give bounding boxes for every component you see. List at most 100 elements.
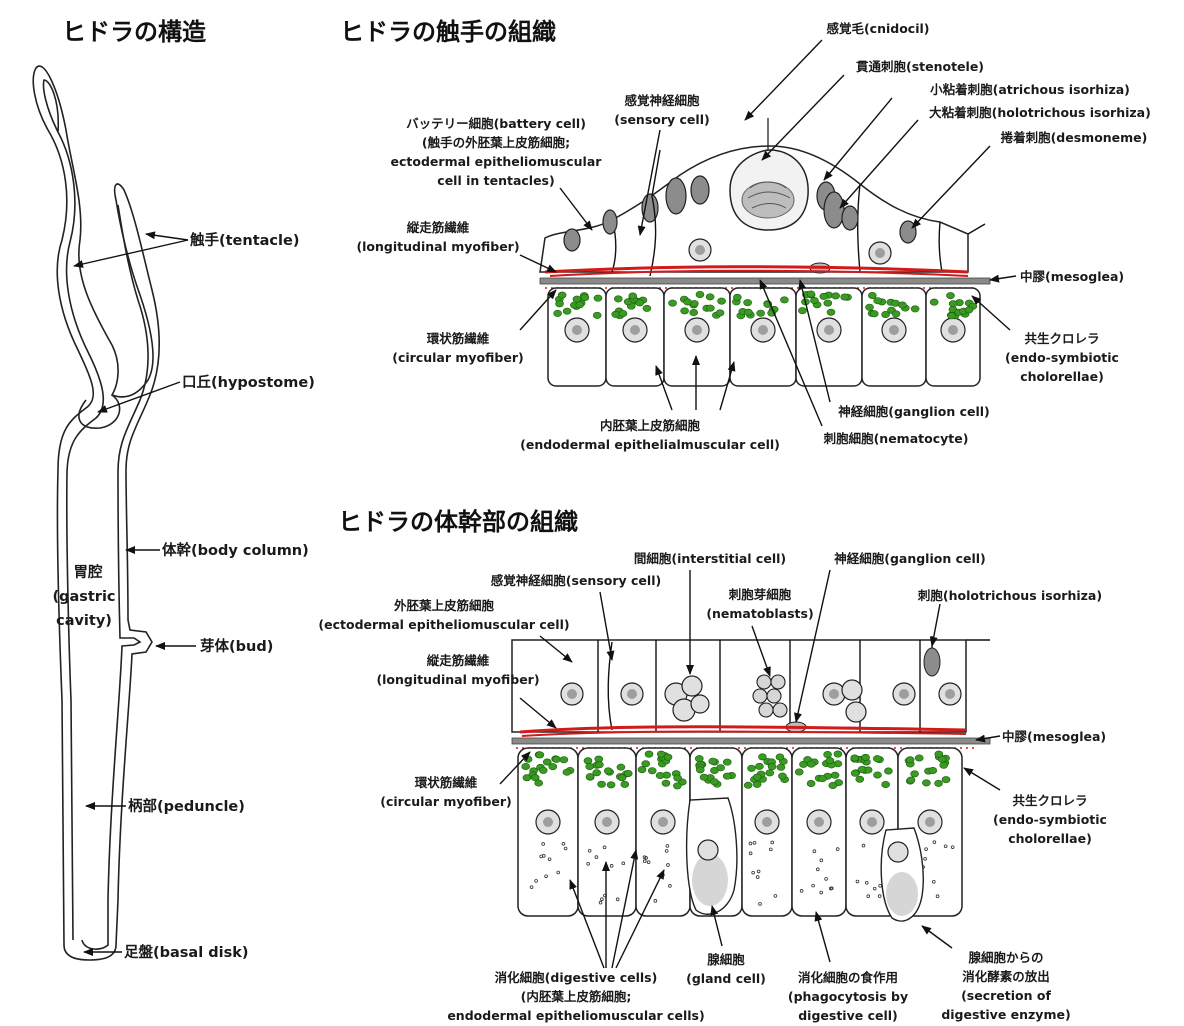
body-label-chlorella: 共生クロレラ (endo-symbiotic cholorellae) <box>963 767 1107 846</box>
tentacle-label-cnidocil: 感覚毛(cnidocil) <box>744 21 930 121</box>
chlorella-dot <box>548 763 558 771</box>
chlorella-dot <box>833 750 843 758</box>
chlorella-dot <box>673 774 682 782</box>
chlorella-dot <box>553 309 562 317</box>
svg-text:感覚神経細胞(sensory cell): 感覚神経細胞(sensory cell) <box>491 573 661 588</box>
chlorella-dot <box>744 308 753 316</box>
chlorella-dot <box>873 771 882 779</box>
chlorella-dot <box>585 773 595 781</box>
chlorella-dot <box>755 762 764 770</box>
chlorella-dot <box>752 780 762 788</box>
body-label-ganglion-cell: 神経細胞(ganglion cell) <box>794 551 986 723</box>
chlorella-dot <box>538 766 548 774</box>
chlorella-dot <box>810 297 819 305</box>
chlorella-dot <box>695 291 705 299</box>
chlorella-dot <box>699 773 709 781</box>
chlorella-dot <box>644 750 654 758</box>
chlorella-dot <box>765 769 775 777</box>
chlorella-dot <box>575 301 585 309</box>
chlorella-dot <box>794 768 804 776</box>
chlorella-dot <box>618 309 628 317</box>
chlorella-dot <box>597 780 606 788</box>
svg-text:消化細胞(digestive cells): 消化細胞(digestive cells) <box>495 970 658 985</box>
svg-text:(circular myofiber): (circular myofiber) <box>392 350 523 365</box>
interstitial-cluster <box>664 675 710 722</box>
chlorella-dot <box>722 758 732 766</box>
svg-text:消化細胞の食作用: 消化細胞の食作用 <box>798 970 898 985</box>
chlorella-dot <box>722 772 732 780</box>
chlorella-dot <box>611 310 620 318</box>
chlorella-dot <box>881 781 890 789</box>
chlorella-dot <box>606 781 616 789</box>
chlorella-dot <box>905 756 915 764</box>
gland-granules <box>692 854 728 906</box>
chlorella-dot <box>947 312 956 320</box>
svg-text:間細胞(interstitial cell): 間細胞(interstitial cell) <box>634 551 786 566</box>
tentacle-label-endodermal-cell: 内胚葉上皮筋細胞 (endodermal epithelialmuscular … <box>520 355 780 452</box>
body-label-secretion: 腺細胞からの 消化酵素の放出 (secretion of digestive e… <box>921 925 1071 1022</box>
body-label-hypostome: 口丘(hypostome) <box>97 374 315 413</box>
chlorella-dot <box>555 300 564 308</box>
chlorella-dot <box>828 782 838 790</box>
chlorella-dot <box>831 292 840 300</box>
chlorella-dot <box>694 755 704 763</box>
svg-text:刺胞(holotrichous isorhiza): 刺胞(holotrichous isorhiza) <box>917 588 1102 603</box>
svg-text:(circular myofiber): (circular myofiber) <box>380 794 511 809</box>
chlorella-dot <box>595 761 604 769</box>
svg-text:(触手の外胚葉上皮筋細胞;: (触手の外胚葉上皮筋細胞; <box>422 135 570 150</box>
svg-text:体幹(body column): 体幹(body column) <box>162 541 309 559</box>
chlorella-dot <box>823 750 832 758</box>
chlorella-dot <box>689 308 698 316</box>
chlorella-dot <box>778 772 787 780</box>
chlorella-dot <box>637 766 647 774</box>
chlorella-dot <box>705 293 715 301</box>
chlorella-dot <box>857 765 867 773</box>
tentacle-label-ganglion: 神経細胞(ganglion cell) <box>798 279 990 419</box>
chlorella-dot <box>825 757 835 765</box>
svg-text:内胚葉上皮筋細胞: 内胚葉上皮筋細胞 <box>600 418 701 433</box>
chlorella-dot <box>635 299 645 307</box>
hydra-body-outline <box>32 65 161 961</box>
chlorella-dot <box>683 298 692 306</box>
chlorella-dot <box>593 294 603 302</box>
chlorella-dot <box>922 779 931 787</box>
svg-text:(secretion of: (secretion of <box>961 988 1051 1003</box>
chlorella-dot <box>775 753 785 761</box>
chlorella-dot <box>585 762 594 770</box>
svg-text:消化酵素の放出: 消化酵素の放出 <box>962 969 1050 984</box>
svg-text:(longitudinal myofiber): (longitudinal myofiber) <box>376 672 539 687</box>
chlorella-dot <box>818 775 827 783</box>
longitudinal-myofiber-body <box>519 725 967 734</box>
chlorella-dot <box>562 307 572 315</box>
chlorella-dot <box>850 754 859 762</box>
chlorella-dot <box>910 305 920 313</box>
chlorella-dot <box>552 755 561 763</box>
chlorella-dot <box>865 303 874 311</box>
svg-text:刺胞細胞(nematocyte): 刺胞細胞(nematocyte) <box>823 431 969 446</box>
chlorella-dot <box>881 310 890 318</box>
chlorella-dot <box>733 293 742 301</box>
chlorella-dot <box>747 764 756 772</box>
chlorella-dot <box>580 293 590 301</box>
chlorella-dot <box>642 304 652 312</box>
chlorella-dot <box>850 769 860 777</box>
svg-text:中膠(mesoglea): 中膠(mesoglea) <box>1020 269 1124 284</box>
svg-text:足盤(basal disk): 足盤(basal disk) <box>124 943 248 961</box>
body-label-holotrichous: 刺胞(holotrichous isorhiza) <box>917 588 1102 647</box>
chlorella-dot <box>592 311 602 319</box>
svg-text:腺細胞: 腺細胞 <box>707 952 745 967</box>
endoderm-cells-body <box>517 747 963 917</box>
chlorella-dot <box>776 763 786 771</box>
svg-text:感覚毛(cnidocil): 感覚毛(cnidocil) <box>826 21 929 36</box>
chlorella-dot <box>934 750 944 758</box>
chlorella-dot <box>617 774 627 782</box>
chlorella-dot <box>613 295 623 303</box>
chlorella-dot <box>752 773 762 781</box>
body-label-body-column: 体幹(body column) <box>125 541 309 559</box>
endoderm-cells <box>547 287 981 387</box>
chlorella-dot <box>830 771 840 779</box>
chlorella-dot <box>873 297 882 305</box>
body-label-gland-cell: 腺細胞 (gland cell) <box>686 905 766 986</box>
svg-text:digestive enzyme): digestive enzyme) <box>941 1007 1070 1022</box>
chlorella-dot <box>798 307 807 315</box>
